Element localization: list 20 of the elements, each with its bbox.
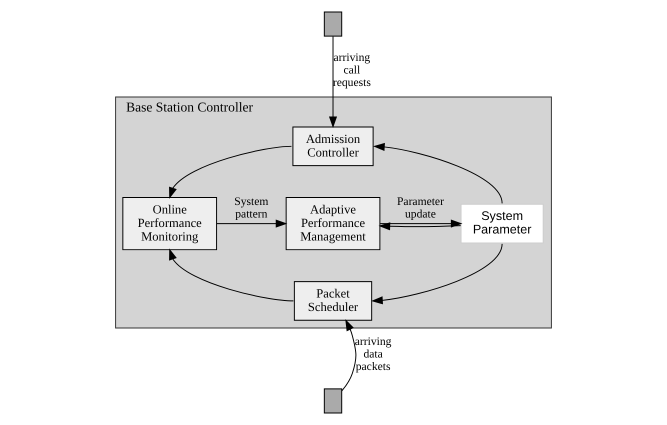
arrow: [169, 248, 294, 302]
edge-label: Parameter update: [397, 194, 444, 220]
edge-label: arriving data packets: [354, 334, 392, 374]
node-box: Admission Controller: [292, 126, 374, 166]
node-bar: [324, 388, 342, 414]
node-bar: [324, 12, 342, 37]
arrow: [169, 146, 292, 199]
arrow: [328, 36, 338, 128]
node-box: Online Performance Monitoring: [122, 197, 218, 250]
node-box: Adaptive Performance Management: [286, 197, 380, 250]
edge-label: arriving call requests: [332, 50, 371, 90]
edge-label: System pattern: [234, 194, 268, 220]
arrow: [371, 243, 503, 304]
arrow: [341, 319, 356, 392]
arrow: [373, 142, 503, 204]
arrow: [378, 222, 462, 230]
node-box: Packet Scheduler: [294, 281, 372, 321]
node-box: System Parameter: [460, 204, 544, 244]
arrow: [216, 220, 288, 228]
arrow: [380, 220, 462, 228]
